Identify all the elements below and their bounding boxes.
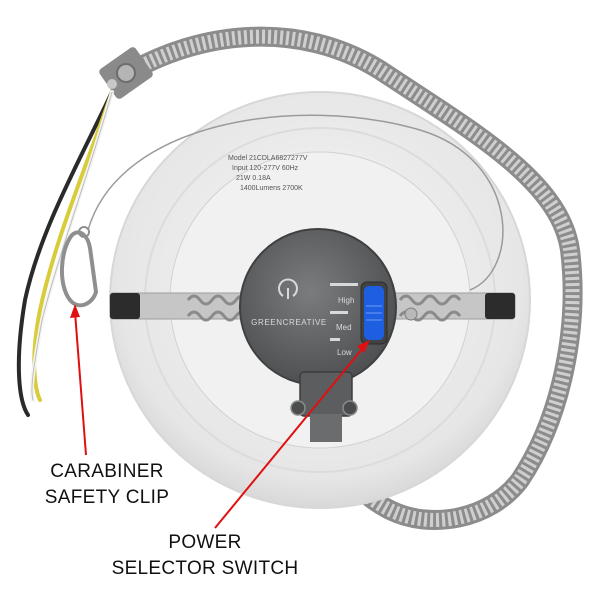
torsion-spring-left [186, 294, 250, 322]
flexible-conduit [115, 26, 583, 530]
switch-label-low: Low [337, 348, 352, 357]
switch-callout: POWER SELECTOR SWITCH [85, 530, 325, 582]
switch-callout-line2: SELECTOR SWITCH [111, 558, 299, 579]
carabiner-callout-line2: SAFETY CLIP [44, 487, 170, 508]
conduit-connector [99, 47, 153, 99]
wires [16, 90, 114, 417]
safety-cable [87, 114, 504, 291]
driver-housing: GREENCREATIVE High Med Low [239, 228, 397, 386]
label-line: 1400Lumens 2700K [240, 185, 303, 192]
label-line: Input 120-277V 60Hz [232, 165, 299, 172]
switch-callout-line1: POWER [168, 532, 242, 553]
carabiner-callout-line1: CARABINER [50, 461, 164, 482]
carabiner-callout: CARABINER SAFETY CLIP [2, 459, 212, 511]
product-label: Model 21CDLA6827277V Input 120-277V 60Hz… [228, 155, 308, 192]
label-line: Model 21CDLA6827277V [228, 155, 308, 162]
carabiner-clip [59, 226, 99, 308]
label-line: 21W 0.18A [236, 175, 271, 182]
switch-label-med: Med [336, 323, 352, 332]
power-icon [278, 278, 298, 299]
callout-arrows [70, 304, 370, 529]
switch-label-high: High [338, 296, 354, 305]
screw [404, 307, 418, 321]
brand-text: GREENCREATIVE [251, 318, 327, 327]
